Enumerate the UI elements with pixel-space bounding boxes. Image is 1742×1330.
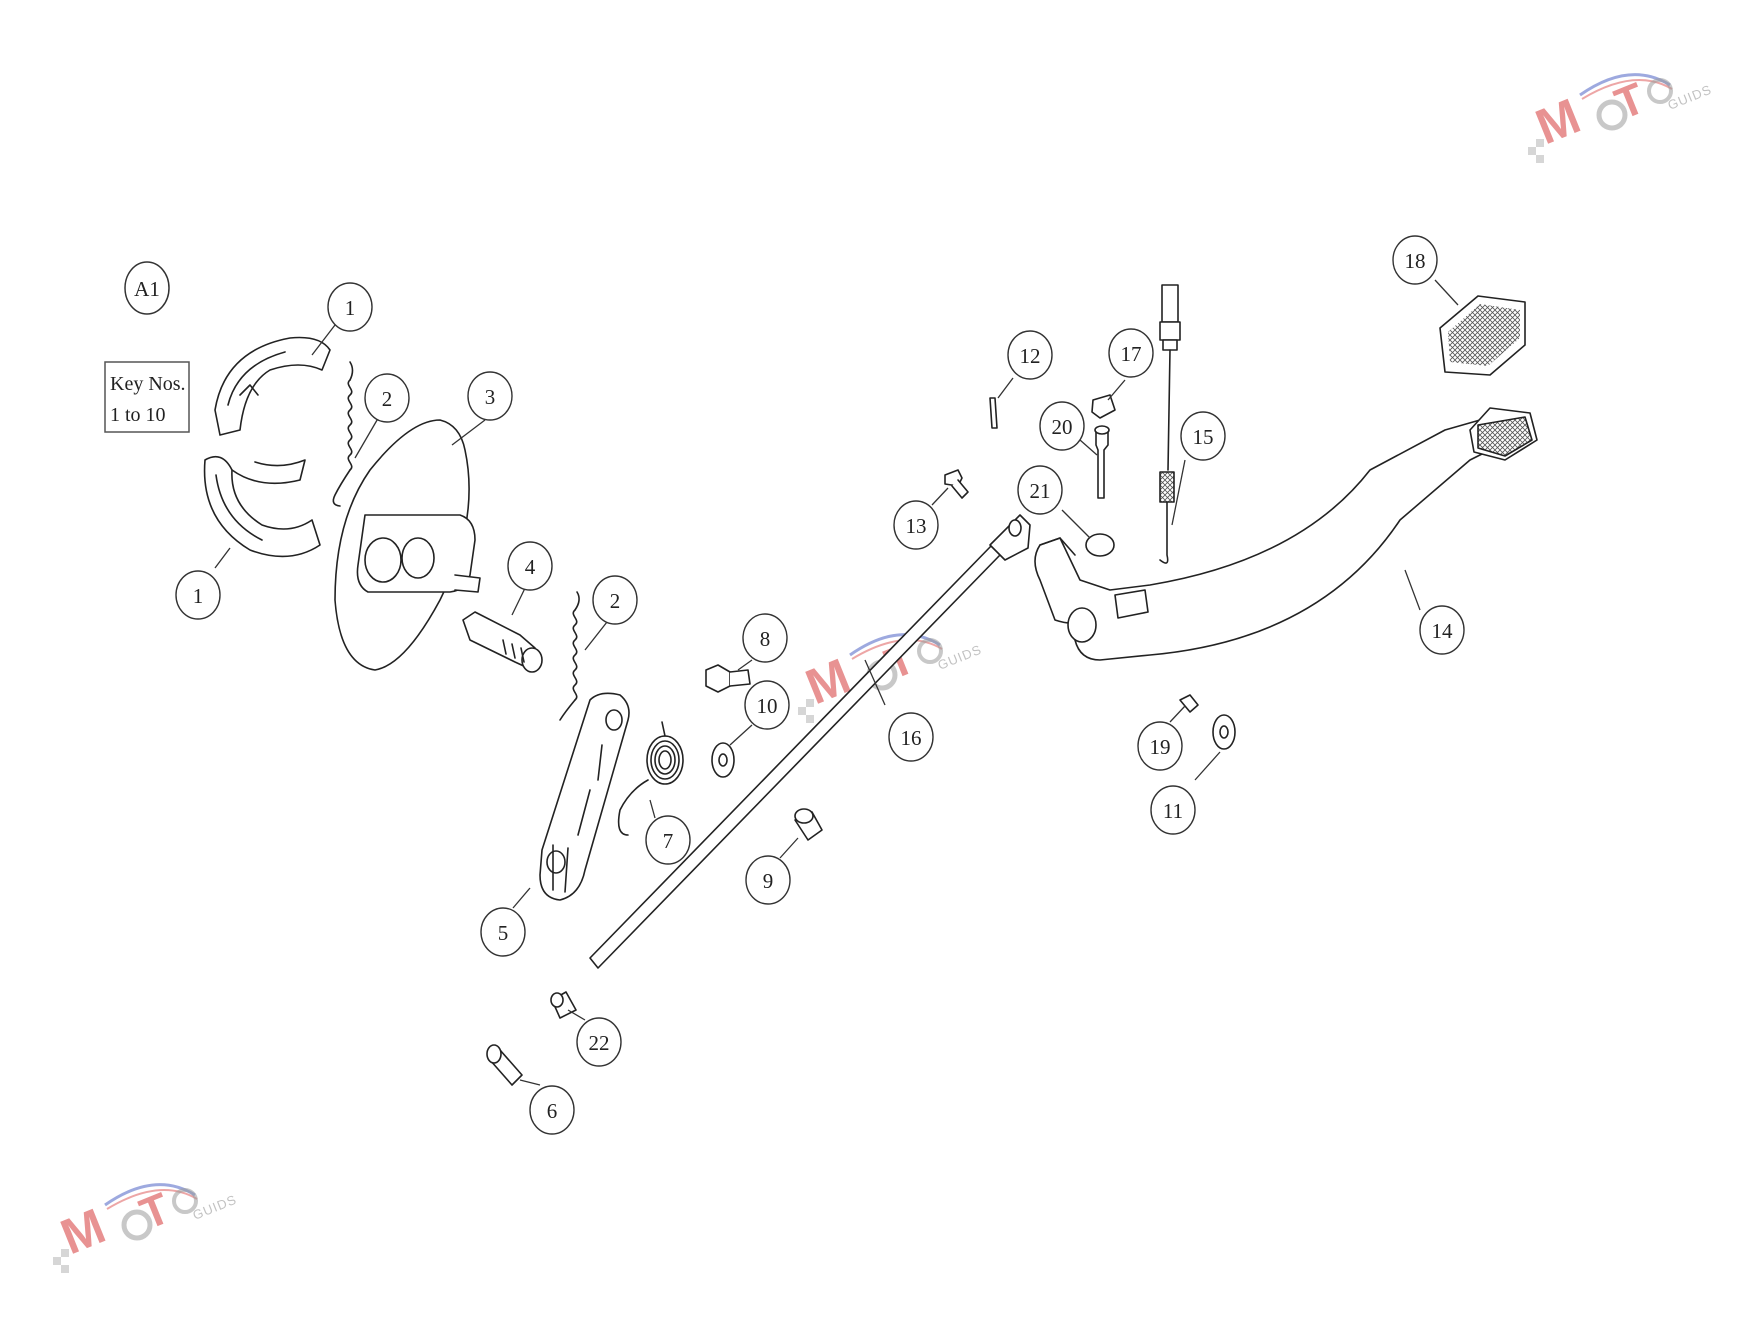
callout-13: 13 [893,500,939,550]
bush-lower [486,1044,523,1086]
svg-text:18: 18 [1405,249,1426,273]
callout-4: 4 [507,541,553,591]
brake-cam-spindle [462,611,543,673]
callout-17: 17 [1108,328,1154,378]
svg-text:16: 16 [901,726,922,750]
brake-shoe-lower [203,455,321,558]
assembly-label-text: A1 [134,277,160,301]
pivot-bush [794,808,823,841]
brake-operating-rod [589,514,1031,969]
svg-text:1: 1 [193,584,204,608]
pivot-cap [1085,533,1115,557]
callout-8: 8 [742,613,788,663]
svg-text:14: 14 [1432,619,1454,643]
callout-15: 15 [1180,411,1226,461]
leader-lines [214,279,1459,1086]
watermark-logo-center: GUIDS [798,634,984,723]
svg-text:4: 4 [525,555,536,579]
watermark-logo-top-right: GUIDS [1528,74,1714,163]
svg-text:17: 17 [1121,342,1142,366]
callout-21: 21 [1017,465,1063,515]
svg-text:19: 19 [1150,735,1171,759]
callout-9: 9 [745,855,791,905]
svg-text:8: 8 [760,627,771,651]
callout-11: 11 [1150,785,1196,835]
svg-text:15: 15 [1193,425,1214,449]
svg-text:12: 12 [1020,344,1041,368]
callout-2-upper: 2 [364,373,410,423]
svg-text:GUIDS: GUIDS [1666,82,1714,113]
pedal-pivot-pin [1094,425,1110,499]
callout-14: 14 [1419,605,1465,655]
return-spring-lower [559,591,580,721]
brake-shoe-upper [214,336,331,436]
pedal-nut [1179,694,1199,713]
svg-text:2: 2 [382,387,393,411]
callout-20: 20 [1039,401,1085,451]
stop-switch-spring [1159,284,1181,564]
clevis-pin [944,469,969,499]
assembly-label: A1 [124,261,170,315]
return-spring-upper [332,361,354,507]
svg-text:13: 13 [906,514,927,538]
brake-backing-plate [334,419,481,671]
svg-text:GUIDS: GUIDS [936,642,984,673]
svg-text:9: 9 [763,869,774,893]
split-pin [989,397,998,429]
washer-small [711,742,735,778]
svg-text:3: 3 [485,385,496,409]
svg-text:6: 6 [547,1099,558,1123]
svg-text:5: 5 [498,921,509,945]
callout-1-lower: 1 [175,570,221,620]
pedal-rubber [1439,295,1526,376]
callout-19: 19 [1137,721,1183,771]
brake-pedal [1034,407,1538,661]
rod-end-bush [550,991,577,1019]
callout-7: 7 [645,815,691,865]
watermark-logo-bottom-left: GUIDS [53,1184,239,1273]
svg-text:11: 11 [1163,799,1183,823]
callout-10: 10 [744,680,790,730]
key-note-box: Key Nos. 1 to 10 [104,361,190,433]
washer-pedal [1212,714,1236,750]
key-note-line2: 1 to 10 [110,404,166,426]
svg-text:7: 7 [663,829,674,853]
svg-text:10: 10 [757,694,778,718]
callout-6: 6 [529,1085,575,1135]
brake-cam-lever [539,692,630,901]
callout-2-lower: 2 [592,575,638,625]
svg-text:2: 2 [610,589,621,613]
svg-text:GUIDS: GUIDS [191,1192,239,1223]
callout-1-upper: 1 [327,282,373,332]
callout-18: 18 [1392,235,1438,285]
pivot-bolt [705,664,751,693]
torsion-spring [617,721,684,836]
callout-16: 16 [888,712,934,762]
adjuster-nut [1091,394,1116,419]
svg-text:21: 21 [1030,479,1051,503]
callout-22: 22 [576,1017,622,1067]
svg-text:20: 20 [1052,415,1073,439]
key-note-line1: Key Nos. [110,373,186,395]
callout-5: 5 [480,907,526,957]
svg-text:22: 22 [589,1031,610,1055]
callout-12: 12 [1007,330,1053,380]
svg-text:1: 1 [345,296,356,320]
callout-3: 3 [467,371,513,421]
